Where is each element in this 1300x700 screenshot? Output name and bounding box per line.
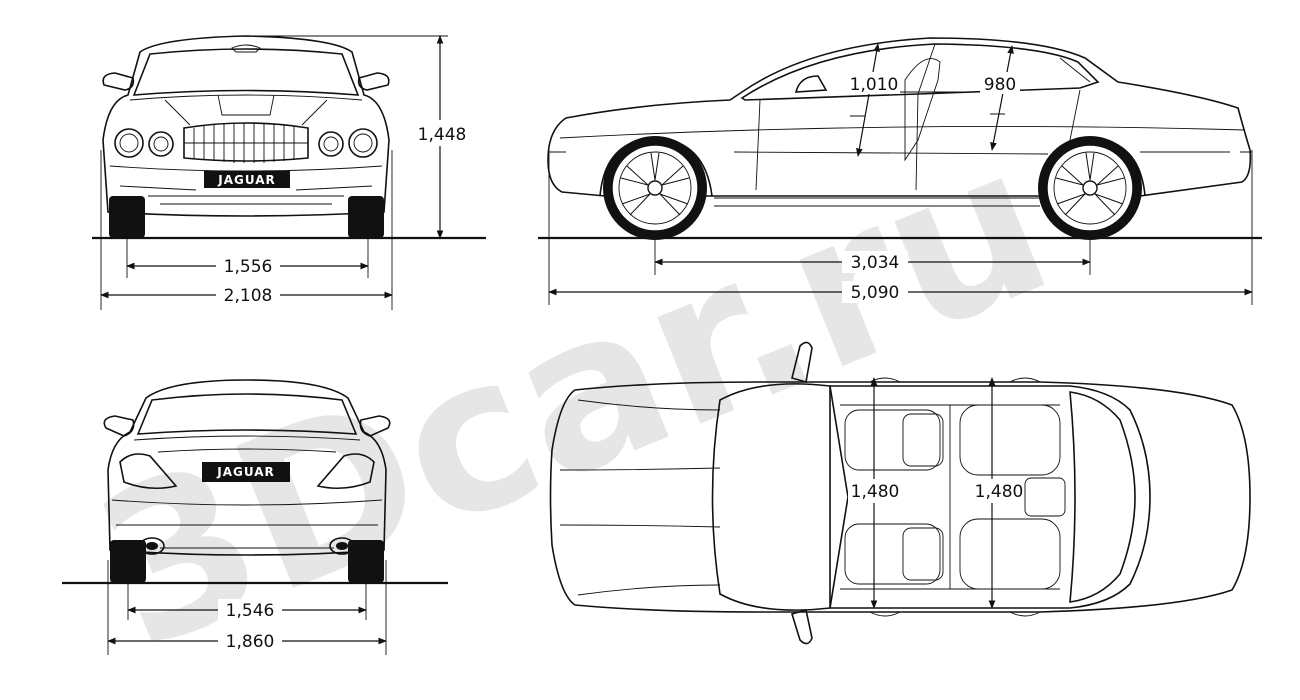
side-view: 1,010 980 3,034 5,090 (538, 37, 1262, 305)
front-track-label: 1,556 (224, 257, 273, 277)
front-height-label: 1,448 (418, 125, 467, 145)
rear-track-label: 1,546 (226, 601, 275, 621)
top-view: 1,480 1,480 (549, 341, 1251, 645)
front-license-plate: JAGUAR (217, 173, 276, 187)
wheelbase-label: 3,034 (851, 253, 900, 273)
front-view: JAGUAR 1,448 1,556 2,108 (92, 35, 486, 310)
length-label: 5,090 (851, 283, 900, 303)
front-width-label: 2,108 (224, 286, 273, 306)
front-shoulder-width-label: 1,480 (851, 482, 900, 502)
front-headroom-label: 1,010 (850, 75, 899, 95)
rear-shoulder-width-label: 1,480 (975, 482, 1024, 502)
rear-view: JAGUAR 1,546 1,860 (62, 379, 448, 655)
rear-headroom-label: 980 (984, 75, 1016, 95)
rear-license-plate: JAGUAR (216, 465, 275, 479)
rear-width-label: 1,860 (226, 632, 275, 652)
